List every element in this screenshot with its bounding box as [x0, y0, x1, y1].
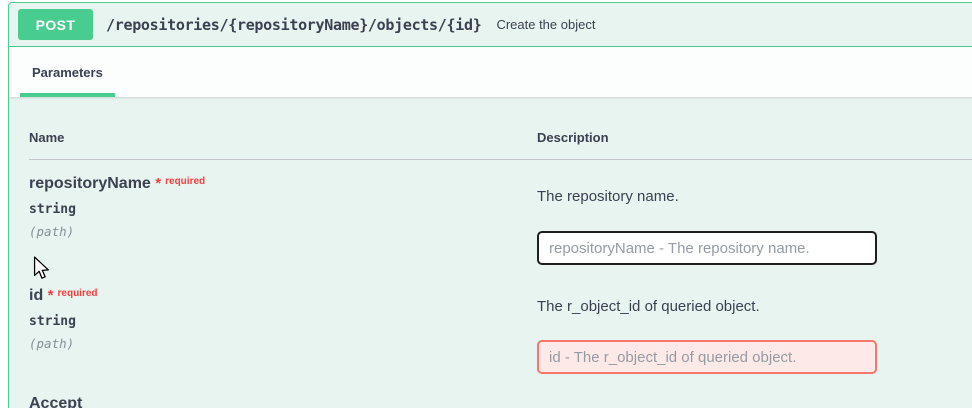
parameter-type: string: [29, 314, 76, 329]
parameter-name-cell: id *required string (path): [29, 265, 534, 374]
id-input[interactable]: [537, 340, 877, 374]
parameter-row-repositoryName: repositoryName *required string (path) T…: [29, 160, 972, 265]
tab-parameters-label: Parameters: [32, 64, 103, 80]
required-label: required: [57, 288, 98, 299]
endpoint-path: /repositories/{repositoryName}/objects/{…: [106, 15, 482, 34]
parameter-description: The repository name.: [537, 188, 679, 205]
parameter-description: The r_object_id of queried object.: [537, 298, 760, 315]
parameter-type: string: [29, 202, 76, 217]
tab-bar: Parameters: [9, 47, 972, 97]
repositoryName-input[interactable]: [537, 231, 877, 265]
parameter-location: (path): [29, 336, 75, 351]
operation-summary[interactable]: POST /repositories/{repositoryName}/obje…: [9, 3, 972, 47]
parameter-name-cell: repositoryName *required string (path): [29, 160, 534, 265]
method-post-button[interactable]: POST: [18, 9, 93, 40]
accept-parameter-label: Accept: [29, 395, 83, 408]
required-asterisk: *: [155, 175, 162, 192]
required-label: required: [165, 176, 206, 187]
column-header-name: Name: [29, 130, 65, 145]
required-asterisk: *: [47, 287, 54, 304]
operation-block-post: POST /repositories/{repositoryName}/obje…: [8, 2, 972, 408]
table-header-divider: [29, 159, 972, 160]
tab-parameters[interactable]: Parameters: [20, 47, 115, 97]
parameters-table-header: Name Description: [29, 97, 972, 146]
active-tab-indicator: [20, 93, 115, 97]
parameter-location: (path): [29, 224, 75, 239]
parameter-name: repositoryName *required: [29, 172, 534, 194]
parameter-description-cell: The repository name.: [534, 160, 972, 265]
parameters-section: Name Description repositoryName *require…: [9, 97, 972, 408]
parameter-row-id: id *required string (path) The r_object_…: [29, 265, 972, 374]
parameter-name-text: id: [29, 287, 44, 304]
endpoint-summary-text: Create the object: [496, 17, 596, 32]
parameter-name-text: repositoryName: [29, 175, 151, 192]
parameter-description-cell: The r_object_id of queried object.: [534, 265, 972, 374]
column-header-description: Description: [537, 130, 609, 145]
parameter-name: id *required: [29, 284, 534, 306]
